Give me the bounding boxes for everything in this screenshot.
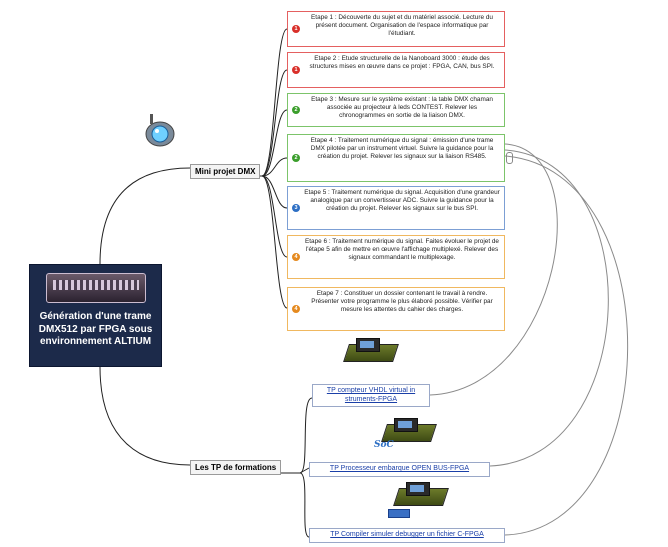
branch-tp-formations[interactable]: Les TP de formations (190, 460, 282, 475)
stage-light-icon (145, 114, 175, 147)
branch-mini-projet[interactable]: Mini projet DMX (190, 164, 261, 179)
step-text: Etape 6 : Traitement numérique du signal… (305, 238, 499, 261)
fpga-board-image (343, 338, 400, 366)
step-1[interactable]: 1 Etape 1 : Découverte du sujet et du ma… (287, 11, 505, 47)
priority-2-badge: 2 (292, 154, 300, 162)
tp-link-compiler-simuler[interactable]: TP Compiler simuler debugger un fichier … (309, 528, 505, 543)
tp-link-processeur-embarque[interactable]: TP Processeur embarque OPEN BUS-FPGA (309, 462, 490, 477)
priority-3-badge: 3 (292, 204, 300, 212)
relation-arc-1 (429, 143, 558, 396)
soc-logo: SoC (374, 440, 394, 450)
step-3[interactable]: 2 Etape 3 : Mesure sur le système exista… (287, 93, 505, 127)
priority-4-badge: 4 (292, 305, 300, 313)
central-topic[interactable]: Génération d'une trame DMX512 par FPGA s… (29, 264, 162, 367)
relation-arc-3 (504, 155, 629, 536)
connector-tp (99, 366, 191, 466)
step-text: Etape 3 : Mesure sur le système existant… (311, 96, 493, 119)
step-text: Etape 1 : Découverte du sujet et du maté… (311, 14, 493, 37)
step-5[interactable]: 3 Etape 5 : Traitement numérique du sign… (287, 186, 505, 230)
step-2[interactable]: 1 Etape 2 : Etude structurelle de la Nan… (287, 52, 505, 88)
play-controls-icon (388, 509, 410, 518)
step-text: Etape 7 : Constituer un dossier contenan… (311, 290, 493, 313)
tp-link-compteur-vhdl[interactable]: TP compteur VHDL virtual in struments-FP… (312, 384, 430, 407)
step-6[interactable]: 4 Etape 6 : Traitement numérique du sign… (287, 235, 505, 279)
soc-board-image (381, 418, 438, 446)
relation-arc-2 (489, 149, 609, 467)
priority-1-badge: 1 (292, 25, 300, 33)
step-7[interactable]: 4 Etape 7 : Constituer un dossier conten… (287, 287, 505, 331)
central-topic-title: Génération d'une trame DMX512 par FPGA s… (38, 311, 153, 347)
step-text: Etape 4 : Traitement numérique du signal… (310, 137, 494, 160)
attachment-icon[interactable] (506, 152, 513, 164)
connector-mini-projet (99, 167, 191, 265)
priority-4-badge: 4 (292, 253, 300, 261)
priority-1-badge: 1 (292, 66, 300, 74)
step-text: Etape 2 : Etude structurelle de la Nanob… (309, 55, 495, 70)
step-text: Etape 5 : Traitement numérique du signal… (304, 189, 500, 212)
dmx-console-image (46, 273, 146, 303)
debug-board-image (393, 482, 450, 510)
priority-2-badge: 2 (292, 106, 300, 114)
step-4[interactable]: 2 Etape 4 : Traitement numérique du sign… (287, 134, 505, 182)
